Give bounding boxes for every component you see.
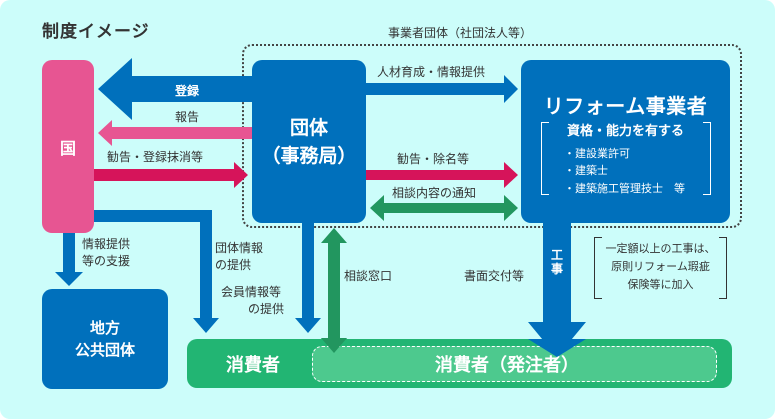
label-document-delivery: 書面交付等 <box>464 269 525 283</box>
label-construction: 工 事 <box>549 248 565 276</box>
qualification-heading: 資格・能力を有する <box>567 124 685 139</box>
group-label: 事業者団体（社団法人等） <box>388 26 533 40</box>
label-consultation-notice: 相談内容の通知 <box>392 186 477 200</box>
qualification-bracket-left <box>541 122 549 195</box>
node-association-label-1: 団体 <box>289 116 328 139</box>
insurance-note-line-3: 保険等に加入 <box>627 278 694 291</box>
label-consultation-desk: 相談窓口 <box>344 269 393 283</box>
arrow-group-info <box>94 210 219 333</box>
arrow-consultation-desk-tip <box>321 338 347 353</box>
arrow-registration <box>98 58 252 120</box>
arrow-report <box>98 120 252 146</box>
label-recommendation-deregistration: 勧告・登録抹消等 <box>107 150 204 164</box>
label-info-support-1: 情報提供 <box>82 237 131 251</box>
qualification-item: ・建築施工管理技士 等 <box>564 182 685 195</box>
qualification-item: ・建築士 <box>564 164 608 177</box>
label-group-info-2: の提供 <box>215 258 252 272</box>
arrow-member-info <box>295 223 321 333</box>
qualification-item: ・建設業許可 <box>564 147 630 160</box>
arrow-recommendation-deregistration <box>94 162 248 188</box>
arrow-recommendation-expulsion <box>366 162 518 188</box>
arrow-consultation-desk <box>321 228 347 353</box>
label-recommendation-expulsion: 勧告・除名等 <box>397 152 470 166</box>
label-member-info-1: 会員情報等 <box>221 285 282 299</box>
arrow-construction <box>528 223 586 357</box>
node-national-government-label: 国 <box>59 138 76 158</box>
node-association-secretariat: 団体 （事務局） <box>252 60 366 223</box>
note-bracket-left <box>594 237 602 299</box>
note-bracket-right <box>719 237 727 299</box>
label-registration: 登録 <box>175 84 200 98</box>
label-member-info-2: の提供 <box>248 302 285 316</box>
insurance-note-line-1: 一定額以上の工事は、 <box>605 242 716 255</box>
insurance-note: 一定額以上の工事は、 原則リフォーム瑕疵 保険等に加入 <box>594 237 727 299</box>
node-local-government-label-2: 公共団体 <box>74 341 135 359</box>
node-association-label-2: （事務局） <box>261 144 357 167</box>
arrow-training-info <box>366 75 518 103</box>
label-info-support-2: 等の支援 <box>82 254 131 268</box>
label-report: 報告 <box>175 110 200 124</box>
node-national-government: 国 <box>42 60 94 233</box>
node-consumer-label: 消費者 <box>226 355 280 376</box>
node-reform-contractor: リフォーム事業者 <box>521 60 730 223</box>
label-group-info-1: 団体情報 <box>215 241 264 255</box>
label-training-info: 人材育成・情報提供 <box>377 65 486 79</box>
arrow-construction-tip <box>528 339 586 357</box>
insurance-note-line-2: 原則リフォーム瑕疵 <box>611 260 710 273</box>
qualification-bracket-right <box>703 122 711 195</box>
node-consumer-orderer-label: 消費者（発注者） <box>435 355 579 376</box>
label-construction-char-2: 事 <box>550 262 563 276</box>
node-reform-title: リフォーム事業者 <box>543 94 708 118</box>
arrow-consultation-notice <box>370 195 518 221</box>
diagram-title: 制度イメージ <box>42 22 150 42</box>
node-local-government-label-1: 地方 <box>89 319 120 337</box>
node-consumer-orderer <box>312 346 717 382</box>
node-local-government: 地方 公共団体 <box>42 289 168 389</box>
arrow-info-support <box>55 233 83 286</box>
label-construction-char-1: 工 <box>550 248 563 262</box>
